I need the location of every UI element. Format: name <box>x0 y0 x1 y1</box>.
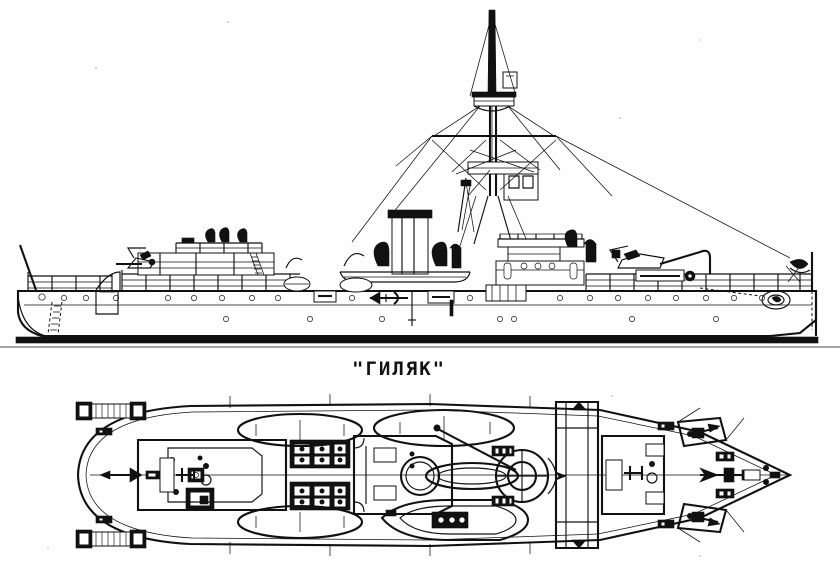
rigging <box>351 13 791 259</box>
plan-aft-deckhouse <box>136 438 288 512</box>
aft-gun-mount <box>116 247 156 269</box>
accommodation-ladder-port <box>75 401 147 421</box>
aft-deckhouse <box>137 242 275 276</box>
side-elevation-view <box>0 9 840 348</box>
ships-boat-stowed-1 <box>236 412 364 448</box>
stern-bollards <box>95 427 113 524</box>
porthole-row-lower <box>223 316 719 322</box>
side-elevation-svg <box>0 9 840 348</box>
stern-capstan <box>99 467 161 483</box>
quarterdeck-break <box>95 271 121 315</box>
porthole-row-upper <box>38 293 765 301</box>
bow-deck-fittings <box>715 451 781 499</box>
boarding-ladder <box>47 301 63 335</box>
hawse-anchor <box>761 290 791 310</box>
ships-boat-stowed-5 <box>380 498 530 542</box>
sponson-gun-starboard <box>676 502 745 543</box>
forward-deck-railing <box>585 272 812 291</box>
waterline-band <box>0 336 840 348</box>
sponson-gun-port <box>676 407 745 448</box>
hull-profile <box>16 289 818 338</box>
forward-bollards <box>657 421 675 529</box>
plan-forward-deckhouse <box>600 434 666 516</box>
deck-fittings <box>408 291 454 326</box>
bridge-structure <box>495 229 597 286</box>
stern-flagstaff <box>19 244 37 291</box>
stockless-anchor-hull <box>369 291 408 305</box>
forward-gun <box>609 245 712 282</box>
hull-side-opening-aft <box>313 290 337 303</box>
scan-noise-plan <box>47 395 701 557</box>
military-mast <box>432 9 556 245</box>
forward-deckhouse <box>466 284 527 302</box>
aft-ladders <box>249 252 265 276</box>
plan-bridge-block <box>554 400 600 550</box>
mast-derrick <box>457 177 475 233</box>
midship-ventilators <box>373 241 462 269</box>
funnel <box>387 209 433 275</box>
stern-railing <box>27 272 113 291</box>
plan-station-marks <box>229 394 531 556</box>
accommodation-ladder-starboard <box>75 529 147 549</box>
ships-boat-davit-forward <box>339 253 373 293</box>
ships-boat-stowed-3 <box>372 408 516 448</box>
aft-ventilators <box>181 227 248 244</box>
scan-noise <box>94 21 701 251</box>
ship-name-caption: "ГИЛЯК" <box>352 358 447 380</box>
aft-boat-davit <box>283 257 311 292</box>
caption-block: "ГИЛЯК" <box>0 352 840 386</box>
mast-step <box>433 424 567 504</box>
deck-plan-svg <box>47 394 793 557</box>
deck-winch-aft <box>491 445 515 507</box>
ships-boat-stowed-2 <box>236 504 364 540</box>
hull-side-opening <box>427 290 455 304</box>
midship-boat-deck <box>339 271 471 283</box>
deck-plan-view <box>0 388 840 563</box>
anchor-chain <box>699 259 811 310</box>
deck-skylight-port <box>289 439 351 469</box>
